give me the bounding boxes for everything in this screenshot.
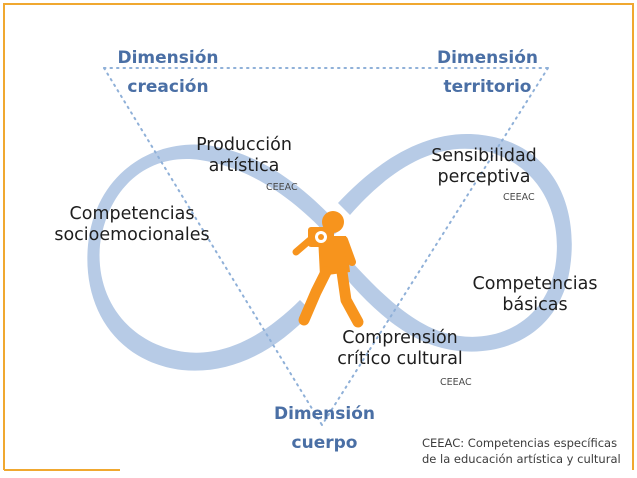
dotted-triangle	[103, 67, 549, 426]
competency-socioemocionales-line1: Competencias	[69, 204, 195, 224]
footnote: CEEAC: Competencias específicas de la ed…	[422, 436, 621, 467]
dimension-creacion-line1: Dimensión	[117, 48, 219, 68]
dimension-territorio-line2: territorio	[443, 76, 532, 97]
tag-sensibilidad: CEEAC	[503, 192, 535, 203]
dimension-creacion-line2: creación	[127, 76, 209, 97]
tag-comprension: CEEAC	[440, 377, 472, 388]
infinity-ribbon	[87, 134, 572, 371]
dimension-cuerpo-line1: Dimensión	[273, 404, 375, 424]
footnote-line2: de la educación artística y cultural	[422, 451, 621, 466]
dimension-cuerpo: Dimensión cuerpo	[262, 404, 387, 453]
competency-comprension-line2: crítico cultural	[337, 349, 463, 370]
competency-sensibilidad-line1: Sensibilidad	[431, 146, 537, 166]
competency-comprension-line1: Comprensión	[342, 328, 458, 348]
dimension-territorio: Dimensión territorio	[425, 48, 550, 97]
competency-socioemocionales-line2: socioemocionales	[54, 225, 210, 246]
competency-produccion-line2: artística	[208, 156, 280, 177]
competency-produccion: Producción artística	[178, 135, 310, 178]
dimension-territorio-line1: Dimensión	[436, 48, 538, 68]
footnote-line1: CEEAC: Competencias específicas	[422, 436, 618, 450]
competency-socioemocionales: Competencias socioemocionales	[44, 204, 220, 247]
competency-basicas: Competencias básicas	[457, 274, 613, 317]
competency-basicas-line2: básicas	[502, 295, 568, 316]
competency-sensibilidad-line2: perceptiva	[437, 167, 531, 188]
competency-comprension: Comprensión crítico cultural	[320, 328, 480, 371]
frame-border	[3, 3, 634, 470]
dimension-creacion: Dimensión creación	[108, 48, 228, 97]
photographer-icon	[292, 211, 364, 328]
tag-produccion: CEEAC	[266, 182, 298, 193]
dimension-cuerpo-line2: cuerpo	[291, 432, 358, 453]
competency-produccion-line1: Producción	[196, 135, 292, 155]
competency-sensibilidad: Sensibilidad perceptiva	[414, 146, 554, 189]
competency-basicas-line1: Competencias	[472, 274, 598, 294]
